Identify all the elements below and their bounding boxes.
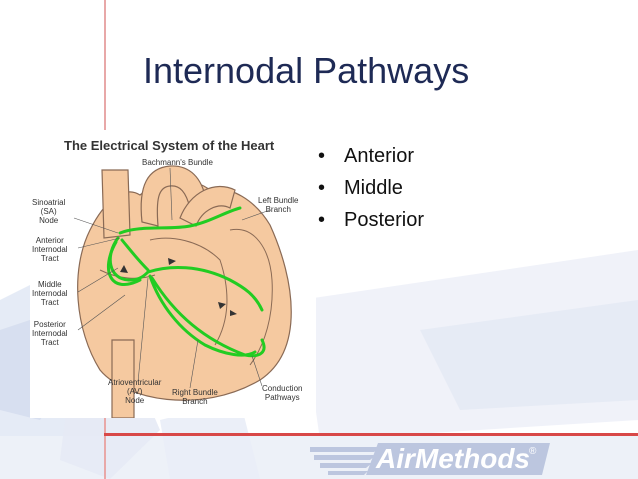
- logo-registered-mark: ®: [529, 446, 537, 457]
- bullet-item: • Posterior: [318, 204, 424, 236]
- heart-illustration: [73, 165, 292, 418]
- label-posterior-tract: Posterior Internodal Tract: [32, 320, 68, 347]
- bottom-accent-rule: [104, 433, 638, 436]
- heart-diagram: The Electrical System of the Heart Bachm…: [30, 130, 316, 418]
- label-bachmanns-bundle: Bachmann's Bundle: [142, 158, 213, 167]
- label-conduction-pathways: Conduction Pathways: [262, 384, 303, 402]
- bullet-dot-icon: •: [318, 145, 326, 167]
- bullet-text: Posterior: [344, 209, 425, 231]
- bullet-item: • Anterior: [318, 140, 424, 172]
- label-av-node: Atrioventricular (AV) Node: [108, 378, 162, 405]
- label-left-bundle-branch: Left Bundle Branch: [258, 196, 299, 214]
- logo-wordmark: AirMethods: [376, 443, 530, 474]
- air-methods-logo: [310, 443, 550, 475]
- figure-title: The Electrical System of the Heart: [64, 138, 275, 153]
- bullet-text: Anterior: [344, 145, 415, 167]
- label-right-bundle-branch: Right Bundle Branch: [172, 388, 218, 406]
- bullet-text: Middle: [344, 177, 403, 199]
- bullet-dot-icon: •: [318, 209, 326, 231]
- label-middle-tract: Middle Internodal Tract: [32, 280, 68, 307]
- label-sa-node: Sinoatrial (SA) Node: [32, 198, 66, 225]
- slide-title: Internodal Pathways: [143, 50, 470, 91]
- bullet-dot-icon: •: [318, 177, 326, 199]
- bullet-item: • Middle: [318, 172, 424, 204]
- bullet-list: • Anterior • Middle • Posterior: [318, 140, 424, 236]
- label-anterior-tract: Anterior Internodal Tract: [32, 236, 68, 263]
